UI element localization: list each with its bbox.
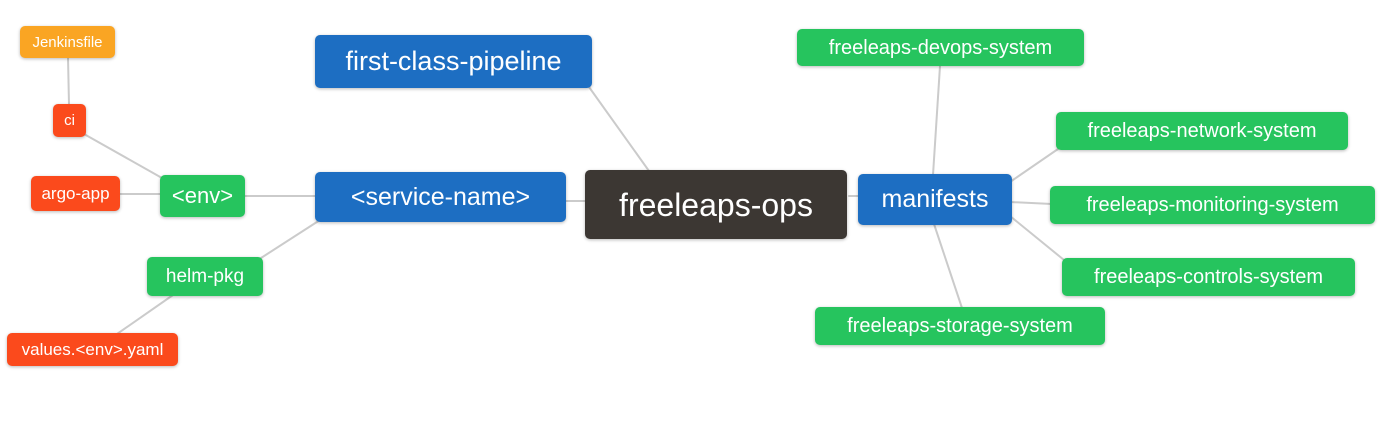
edge-pipeline-ops [588,86,650,172]
node-ci[interactable]: ci [53,104,86,137]
node-service-name[interactable]: <service-name> [315,172,566,222]
edge-ci-env [83,133,163,179]
node-freeleaps-controls-system[interactable]: freeleaps-controls-system [1062,258,1355,296]
node-freeleaps-ops[interactable]: freeleaps-ops [585,170,847,239]
node-jenkinsfile[interactable]: Jenkinsfile [20,26,115,58]
edge-manifests-controls [1009,215,1065,261]
edge-manifests-monitoring [1009,201,1053,205]
node-env[interactable]: <env> [160,175,245,217]
edge-values-helm-pkg [116,294,174,335]
node-manifests[interactable]: manifests [858,174,1012,225]
node-first-class-pipeline[interactable]: first-class-pipeline [315,35,592,88]
node-helm-pkg[interactable]: helm-pkg [147,257,263,296]
node-freeleaps-devops-system[interactable]: freeleaps-devops-system [797,29,1084,66]
node-freeleaps-network-system[interactable]: freeleaps-network-system [1056,112,1348,150]
node-freeleaps-monitoring-system[interactable]: freeleaps-monitoring-system [1050,186,1375,224]
edge-jenkinsfile-ci [67,56,70,106]
edge-helm-pkg-service-name [260,219,321,259]
edge-manifests-devops [932,65,941,176]
edge-manifests-network [1009,148,1059,183]
node-argo-app[interactable]: argo-app [31,176,120,211]
node-values-env-yaml[interactable]: values.<env>.yaml [7,333,178,366]
edge-manifests-storage [933,223,963,309]
node-freeleaps-storage-system[interactable]: freeleaps-storage-system [815,307,1105,345]
